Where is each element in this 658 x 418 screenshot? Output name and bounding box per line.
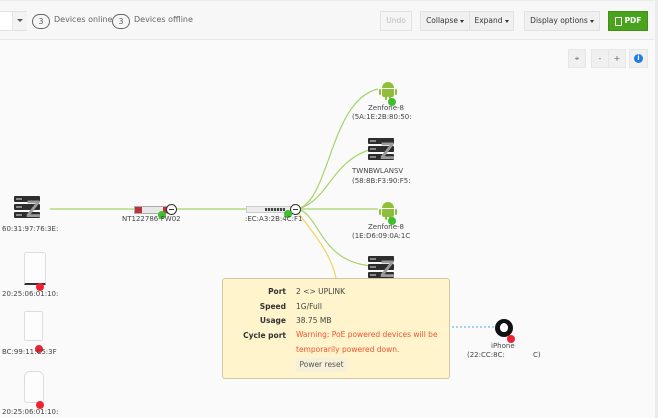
zoom-in-button[interactable]: + xyxy=(608,49,626,68)
zenfone2-mac: (1E:D6:09:0A:1C xyxy=(352,232,411,240)
gateway-label: 60:31:97:76:3E: xyxy=(2,225,59,233)
access-point-icon[interactable] xyxy=(24,311,43,341)
toolbar: 3 Devices online 3 Devices offline Undo … xyxy=(0,0,655,40)
zenfone2-name: Zenfone-8 xyxy=(368,223,405,231)
offline-count-badge: 3 xyxy=(112,14,130,29)
expand-label: Expand xyxy=(474,16,503,25)
display-options-label: Display options xyxy=(530,16,588,25)
ap3-label: 20:25:06:01:10: xyxy=(2,408,59,416)
zenfone1-mac: (5A:1E:2B:80:50: xyxy=(352,113,412,121)
collapse-label: Collapse xyxy=(426,16,458,25)
twnbw-mac: (58:8B:F3:90:F5: xyxy=(352,177,411,185)
twnbw-name: TWNBWLANSV xyxy=(352,167,404,175)
ap2-label: BC:99:11:C5:3F xyxy=(2,348,57,356)
switch-icon xyxy=(265,208,285,211)
port-key: Port xyxy=(268,287,286,296)
link-switch-zenfone1 xyxy=(297,88,379,210)
undo-button[interactable]: Undo xyxy=(380,11,412,31)
expand-button[interactable]: Expand xyxy=(469,11,514,31)
online-count-badge: 3 xyxy=(32,14,50,29)
offline-label: Devices offline xyxy=(134,15,193,24)
offline-status-dot xyxy=(36,283,44,291)
online-status-dot xyxy=(158,211,166,219)
iphone-name: iPhone xyxy=(491,342,515,350)
server-icon xyxy=(368,138,394,144)
center-map-button[interactable]: ⌖ xyxy=(568,49,586,68)
collapse-button[interactable]: Collapse xyxy=(420,11,470,31)
offline-status-dot xyxy=(36,401,44,409)
pdf-button[interactable]: PDF xyxy=(608,11,648,31)
online-status-dot xyxy=(284,210,292,218)
port-value: 2 <> UPLINK xyxy=(296,287,346,296)
usage-key: Usage xyxy=(259,316,286,325)
access-point-icon[interactable] xyxy=(24,371,44,403)
link-switch-server4 xyxy=(297,208,373,267)
scrollbar-track[interactable] xyxy=(655,0,658,418)
poe-warning-text: Warning: PoE powered devices will be tem… xyxy=(296,330,438,354)
zoom-out-button[interactable]: - xyxy=(591,49,609,68)
caret-down-icon xyxy=(459,19,464,23)
iphone-mac: (22:CC:8C: xyxy=(467,351,505,359)
info-button[interactable]: i xyxy=(629,49,648,68)
collapse-node-icon[interactable] xyxy=(166,204,177,215)
collapse-node-icon[interactable] xyxy=(290,204,301,215)
speed-key: Speed xyxy=(259,302,286,311)
firewall-label: NT122786-FW02 xyxy=(122,215,181,223)
display-options-button[interactable]: Display options xyxy=(524,11,600,31)
port-tooltip: Port 2 <> UPLINK Speed 1G/Full Usage 38.… xyxy=(222,278,450,379)
switch-label: :EC:A3:2B:4C:F1 xyxy=(245,215,303,223)
offline-status-dot xyxy=(35,345,43,353)
link-switch-twnbw xyxy=(297,147,376,210)
server-icon xyxy=(368,256,394,262)
caret-down-icon xyxy=(504,19,509,23)
access-point-icon[interactable] xyxy=(24,252,46,285)
pdf-label: PDF xyxy=(624,16,642,25)
caret-down-icon xyxy=(589,19,594,23)
online-status-dot xyxy=(388,217,396,225)
ap1-label: 20:25:06:01:10: xyxy=(2,290,59,298)
info-icon: i xyxy=(634,54,643,63)
usage-value: 38.75 MB xyxy=(296,316,332,325)
file-icon xyxy=(614,16,622,26)
zenfone1-name: Zenfone-8 xyxy=(368,104,405,112)
power-reset-button[interactable]: Power reset xyxy=(296,358,347,372)
select-dropdown-button[interactable] xyxy=(12,12,27,30)
speed-value: 1G/Full xyxy=(296,302,322,311)
cycle-port-key: Cycle port xyxy=(243,331,286,340)
chevron-down-icon xyxy=(17,19,23,22)
online-status-dot xyxy=(388,98,396,106)
server-icon xyxy=(14,196,40,202)
link-switch-uplink xyxy=(296,210,337,279)
firewall-icon xyxy=(135,207,142,213)
apple-icon[interactable] xyxy=(495,319,513,337)
offline-status-dot xyxy=(507,335,515,343)
iphone-mac-end: C) xyxy=(533,351,541,359)
online-label: Devices online xyxy=(54,15,113,24)
view-select[interactable] xyxy=(0,11,27,31)
